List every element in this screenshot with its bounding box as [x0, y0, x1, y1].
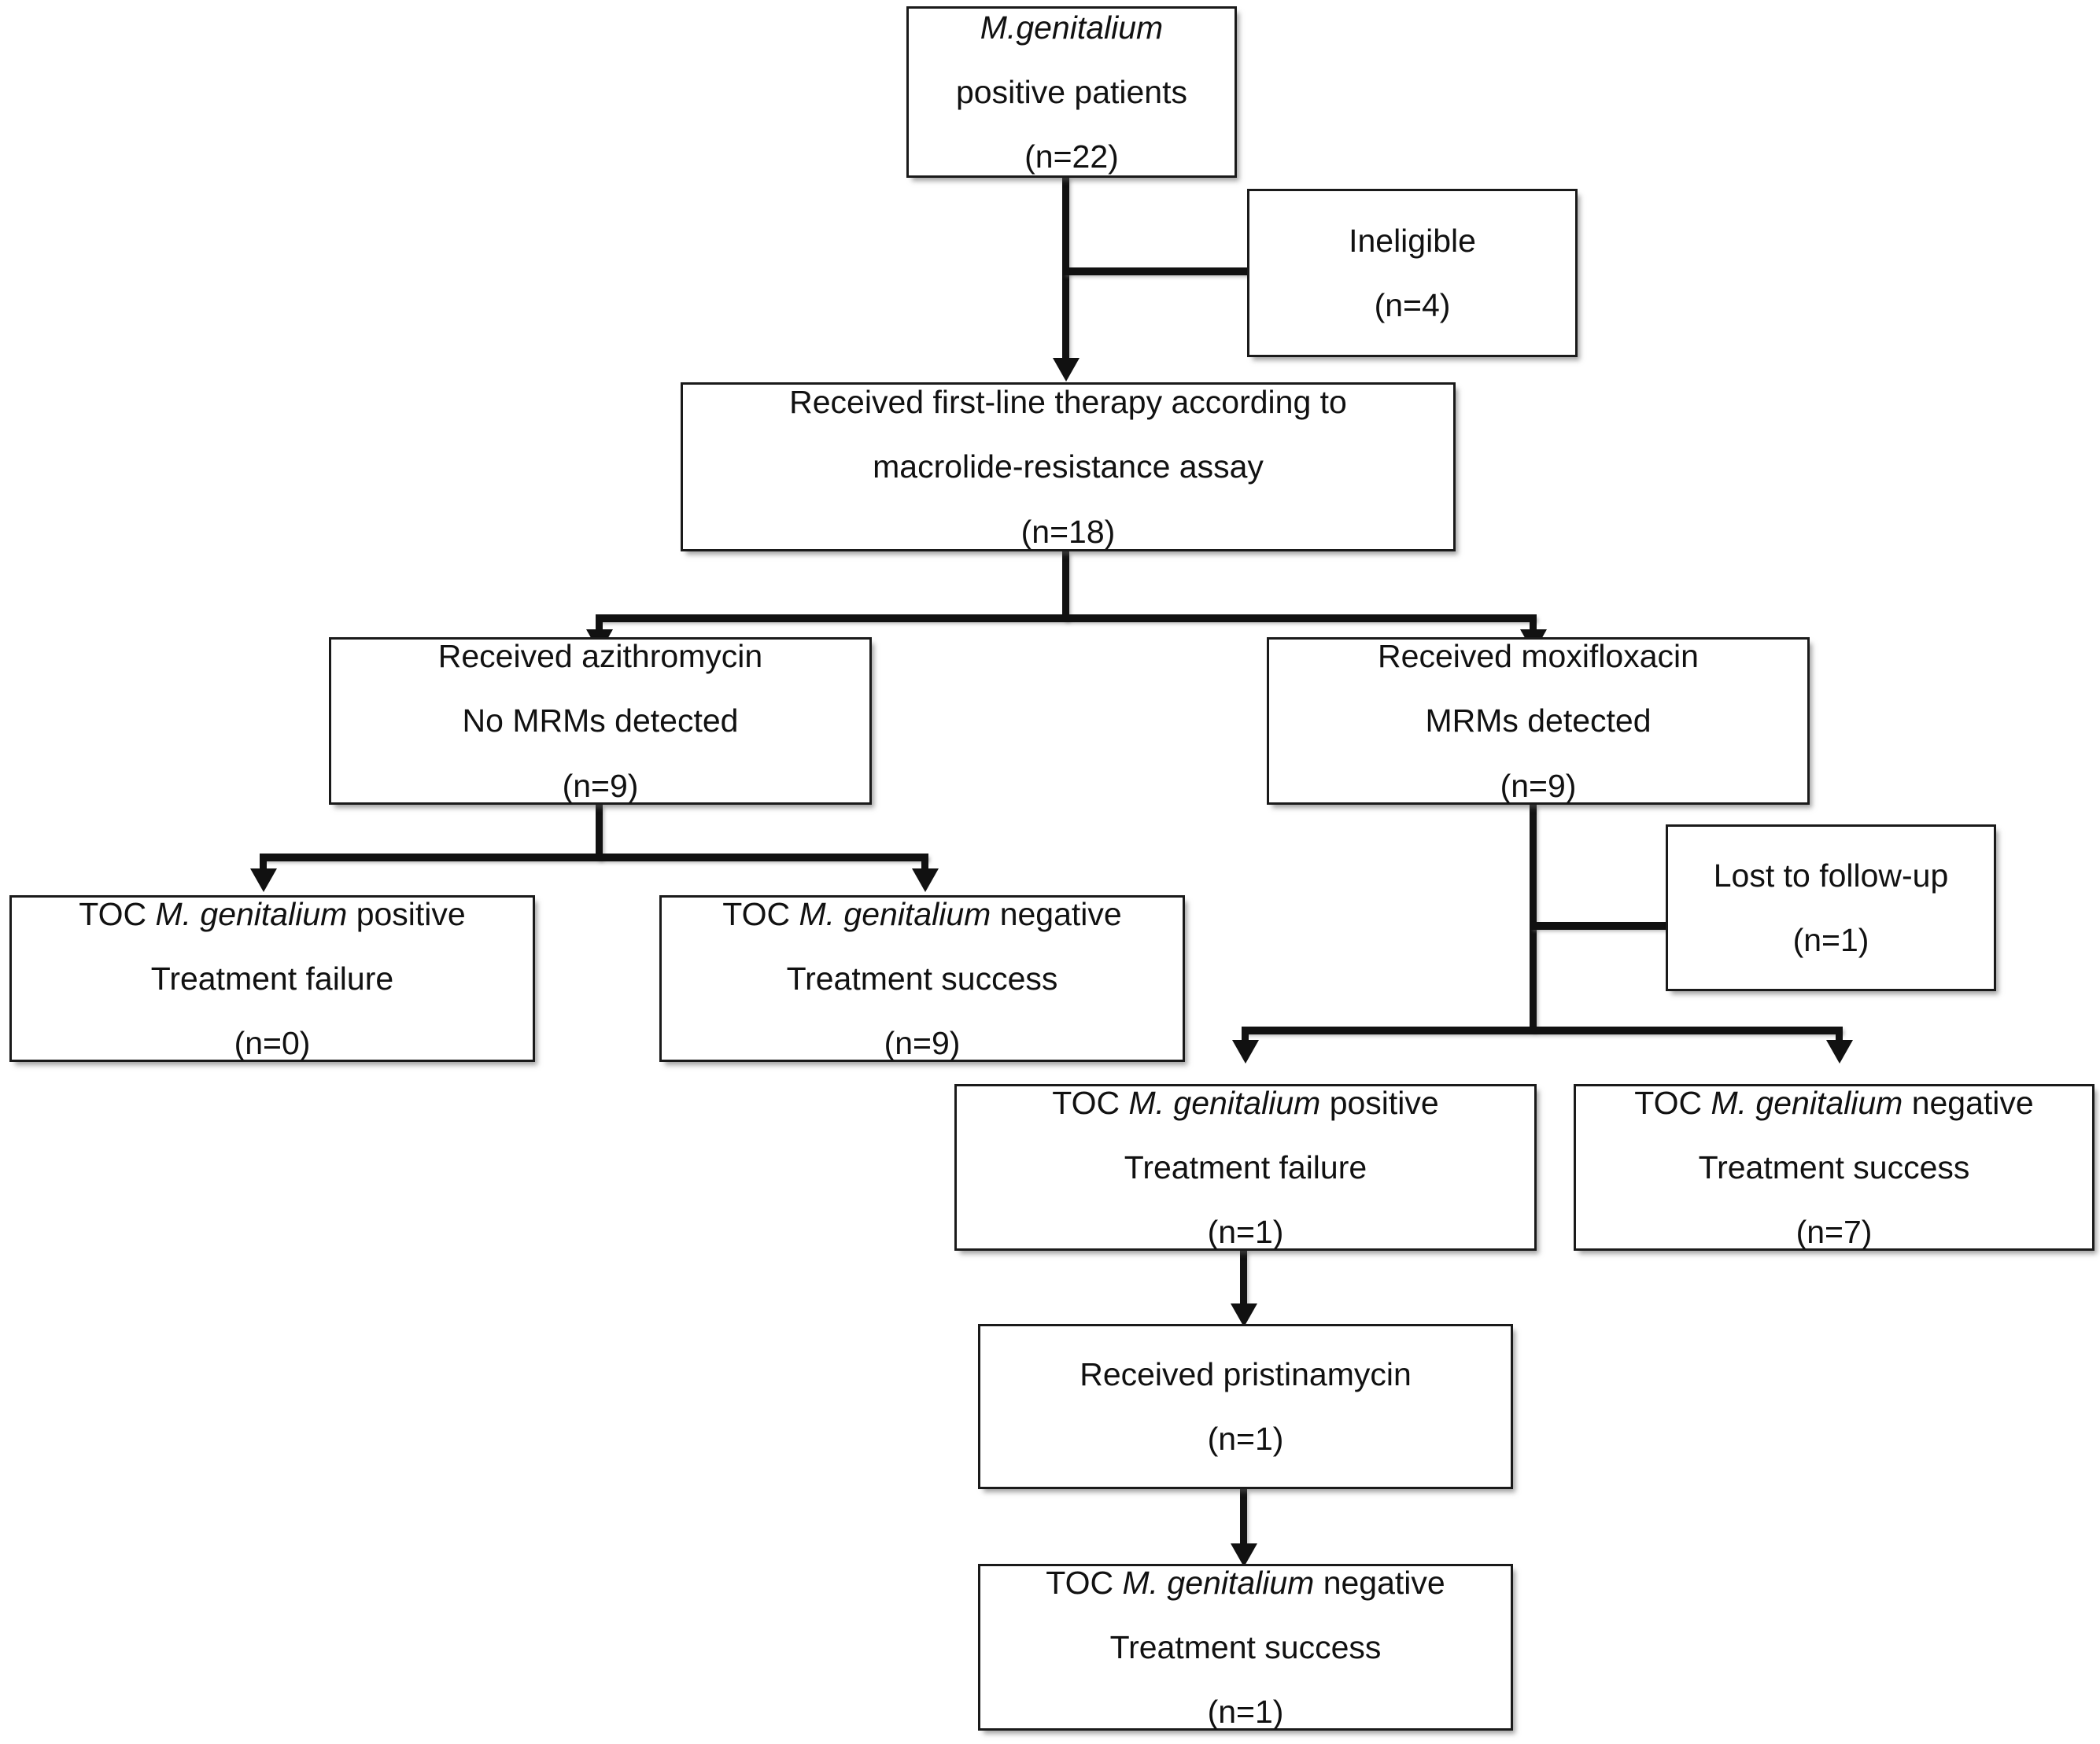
moxifloxacin-toc-positive-box[interactable]: TOC M. genitalium positive Treatment fai… [954, 1084, 1537, 1251]
pris-toc-neg-line-2: Treatment success [1109, 1628, 1382, 1665]
mox-toc-pos-suffix: positive [1320, 1084, 1439, 1121]
pris-toc-neg-line-1: TOC M. genitalium negative [980, 1565, 1511, 1600]
pris-toc-neg-species: M. genitalium [1122, 1564, 1315, 1601]
connector-moxifloxacin-split-bar [1242, 1027, 1843, 1034]
received-moxifloxacin-box[interactable]: Received moxifloxacin MRMs detected (n=9… [1267, 637, 1810, 805]
mox-toc-pos-species: M. genitalium [1128, 1084, 1321, 1121]
received-pristinamycin-box[interactable]: Received pristinamycin (n=1) [978, 1324, 1513, 1489]
mox-toc-neg-species: M. genitalium [1711, 1084, 1903, 1121]
arrowhead-to-first-line-therapy [1053, 358, 1080, 382]
connector-firstline-to-moxifloxacin-drop [1530, 614, 1537, 640]
mox-toc-neg-suffix: negative [1903, 1084, 2034, 1121]
connector-azithromycin-to-toc-positive-drop [260, 854, 267, 876]
arrowhead-to-azi-toc-negative [912, 868, 939, 892]
azi-toc-pos-suffix: positive [347, 895, 466, 932]
mox-toc-pos-count: (n=1) [1207, 1214, 1284, 1251]
pris-toc-neg-count: (n=1) [1207, 1694, 1284, 1731]
positive-patients-line-2: positive patients [955, 73, 1187, 110]
connector-azithromycin-split-bar [260, 854, 928, 861]
ineligible-box[interactable]: Ineligible (n=4) [1247, 189, 1578, 357]
ineligible-count: (n=4) [1374, 287, 1451, 323]
azi-toc-pos-count: (n=0) [234, 1025, 311, 1062]
connector-positive-to-ineligible-horizontal [1062, 267, 1251, 275]
arrowhead-to-pristinamycin [1231, 1303, 1257, 1327]
ineligible-label: Ineligible [1349, 222, 1476, 259]
first-line-therapy-box[interactable]: Received first-line therapy according to… [681, 382, 1456, 551]
connector-firstline-split-bar [596, 614, 1537, 622]
azi-toc-pos-prefix: TOC [79, 895, 156, 932]
arrowhead-to-azi-toc-positive [250, 868, 277, 892]
azithromycin-line-1: Received azithromycin [437, 638, 763, 675]
arrowhead-to-mox-toc-negative [1826, 1040, 1853, 1064]
connector-moxifloxacin-trunk-vertical [1530, 804, 1537, 1032]
mox-toc-pos-prefix: TOC [1052, 1084, 1129, 1121]
connector-moxifloxacin-to-toc-positive-drop [1242, 1027, 1249, 1045]
pris-toc-neg-suffix: negative [1314, 1564, 1445, 1601]
first-line-count: (n=18) [1020, 513, 1116, 550]
connector-firstline-trunk-vertical [1062, 551, 1069, 621]
connector-toc-positive-to-pristinamycin-vertical [1240, 1249, 1247, 1314]
received-azithromycin-box[interactable]: Received azithromycin No MRMs detected (… [329, 637, 872, 805]
azithromycin-count: (n=9) [562, 767, 639, 804]
connector-pristinamycin-to-final-toc-vertical [1240, 1489, 1247, 1554]
pristinamycin-count: (n=1) [1207, 1421, 1284, 1457]
mox-toc-neg-line-1: TOC M. genitalium negative [1576, 1084, 2092, 1121]
moxifloxacin-count: (n=9) [1500, 767, 1577, 804]
moxifloxacin-line-1: Received moxifloxacin [1378, 638, 1699, 675]
connector-firstline-to-azithromycin-drop [596, 614, 603, 640]
first-line-line-2: macrolide-resistance assay [873, 448, 1264, 485]
azi-toc-neg-prefix: TOC [722, 895, 799, 932]
azi-toc-neg-line-2: Treatment success [786, 960, 1058, 997]
positive-patients-line-1: M.genitalium [980, 9, 1164, 46]
connector-moxifloxacin-to-toc-negative-drop [1836, 1027, 1843, 1045]
arrowhead-to-final-toc [1231, 1543, 1257, 1567]
azi-toc-pos-line-1: TOC M. genitalium positive [12, 895, 533, 932]
pris-toc-neg-prefix: TOC [1046, 1564, 1123, 1601]
connector-azithromycin-to-toc-negative-drop [921, 854, 928, 876]
azi-toc-neg-count: (n=9) [884, 1025, 961, 1062]
azithromycin-toc-negative-box[interactable]: TOC M. genitalium negative Treatment suc… [659, 895, 1185, 1062]
azithromycin-toc-positive-box[interactable]: TOC M. genitalium positive Treatment fai… [9, 895, 535, 1062]
azi-toc-neg-line-1: TOC M. genitalium negative [662, 895, 1183, 932]
azi-toc-neg-suffix: negative [991, 895, 1122, 932]
lost-followup-count: (n=1) [1792, 922, 1869, 958]
azi-toc-pos-species: M. genitalium [155, 895, 348, 932]
mox-toc-pos-line-2: Treatment failure [1124, 1149, 1367, 1185]
mox-toc-neg-prefix: TOC [1634, 1084, 1711, 1121]
mox-toc-pos-line-1: TOC M. genitalium positive [957, 1084, 1534, 1121]
moxifloxacin-toc-negative-box[interactable]: TOC M. genitalium negative Treatment suc… [1574, 1084, 2094, 1251]
moxifloxacin-line-2: MRMs detected [1425, 702, 1652, 739]
lost-to-follow-up-box[interactable]: Lost to follow-up (n=1) [1666, 824, 1996, 991]
azi-toc-neg-species: M. genitalium [799, 895, 991, 932]
pristinamycin-label: Received pristinamycin [1080, 1355, 1412, 1392]
first-line-line-1: Received first-line therapy according to [789, 384, 1347, 421]
lost-followup-label: Lost to follow-up [1713, 857, 1949, 894]
pristinamycin-toc-negative-box[interactable]: TOC M. genitalium negative Treatment suc… [978, 1564, 1513, 1731]
mox-toc-neg-line-2: Treatment success [1698, 1149, 1970, 1185]
connector-moxifloxacin-to-lost-followup-horizontal [1530, 922, 1670, 930]
arrowhead-to-mox-toc-positive [1232, 1040, 1259, 1064]
mox-toc-neg-count: (n=7) [1796, 1214, 1873, 1251]
azithromycin-line-2: No MRMs detected [462, 702, 739, 739]
connector-azithromycin-trunk-vertical [596, 804, 603, 861]
azi-toc-pos-line-2: Treatment failure [150, 960, 394, 997]
positive-patients-count: (n=22) [1024, 138, 1119, 175]
mgenitalium-positive-patients-box[interactable]: M.genitalium positive patients (n=22) [906, 6, 1237, 178]
